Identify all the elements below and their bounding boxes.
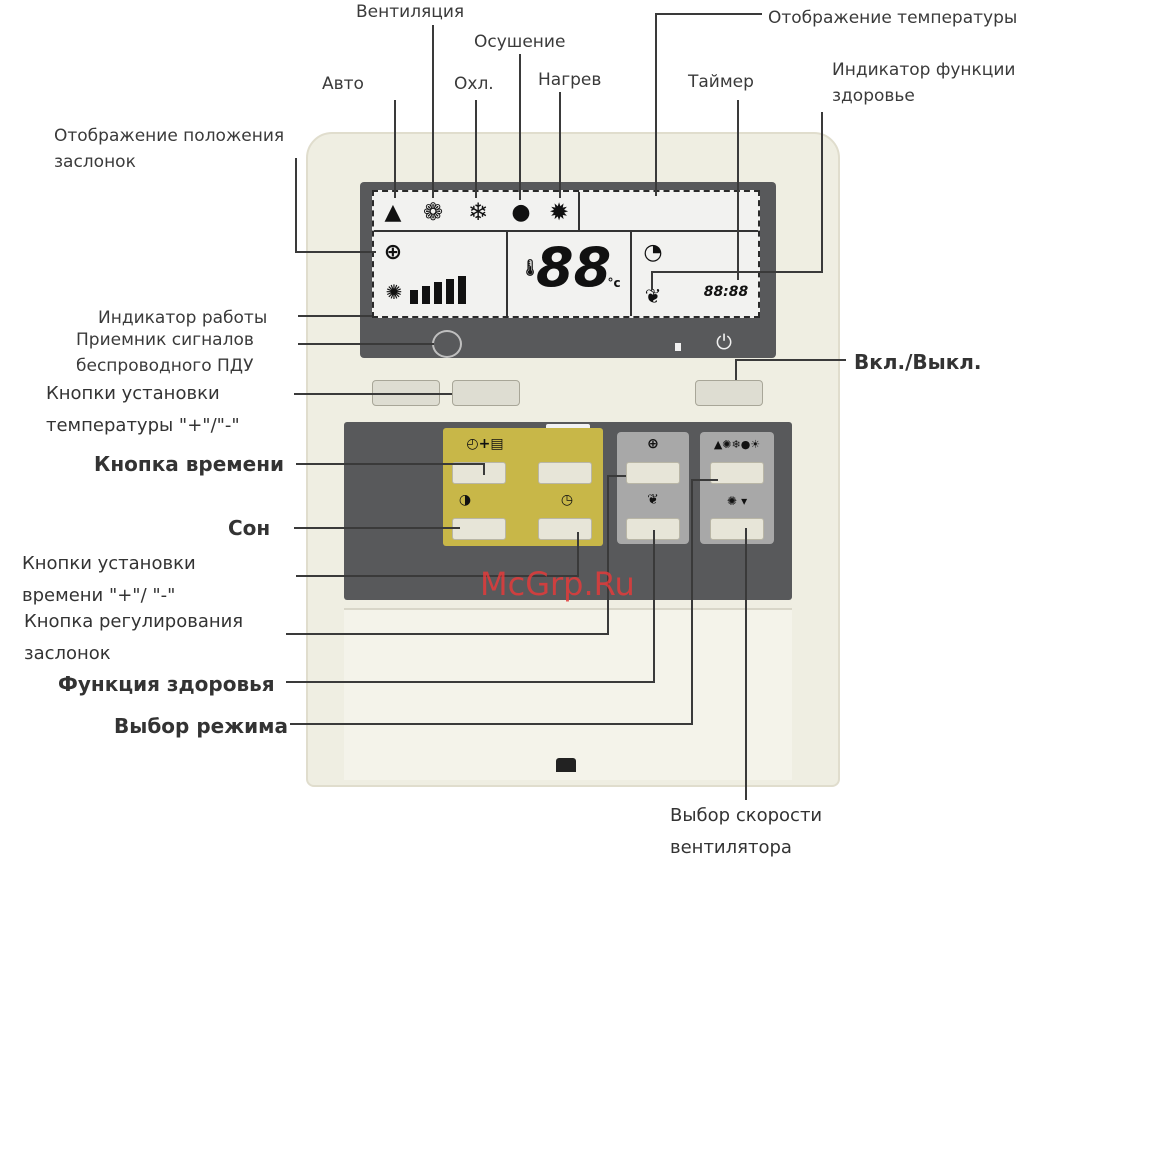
label-wireless-receiver-1: Приемник сигналов [76,330,254,350]
heat-mode-icon: ✹ [548,198,570,226]
health-icon: ❦ [644,284,662,308]
fan-speed-select-icon: ✺ ▾ [726,494,748,508]
fan-speed-bars [410,276,470,304]
label-auto: Авто [322,74,364,94]
lcd-divider [374,230,758,232]
label-flap-position-1: Отображение положения [54,126,285,146]
sleep-icon: ◑ [458,492,472,508]
label-fan-speed-1: Выбор скорости [670,805,823,826]
mode-icons: ▲✺❄●☀ [713,438,761,451]
time-up-button[interactable] [538,462,592,484]
lcd-divider [630,232,632,316]
flap-button[interactable] [626,462,680,484]
temperature-value: 88 [536,236,612,299]
label-ventilation: Вентиляция [356,2,465,22]
run-indicator-led [675,343,681,351]
label-timer: Таймер [688,72,754,92]
lcd-divider [506,232,508,316]
label-mode-select: Выбор режима [114,714,288,738]
label-wireless-receiver-2: беспроводного ПДУ [76,356,254,376]
label-run-indicator: Индикатор работы [98,308,268,328]
fan-mode-icon: ❁ [422,198,444,226]
sleep-button[interactable] [452,518,506,540]
label-time-set-2: времени "+"/ "-" [22,585,176,606]
clock-icon: ◴+▤ [466,436,504,452]
label-temp-display: Отображение температуры [768,8,1018,28]
logo-icon [556,758,576,772]
temp-down-button[interactable] [452,380,520,406]
label-flap-button-2: заслонок [24,643,111,664]
label-on-off: Вкл./Выкл. [854,350,982,374]
label-health-indicator-2: здоровье [832,86,915,106]
fan-speed-icon: ✺ [385,280,403,304]
fan-speed-button[interactable] [710,518,764,540]
label-cool: Охл. [454,74,494,94]
wireless-receiver-icon [432,330,462,358]
power-button[interactable] [695,380,763,406]
dry-mode-icon: ● [511,200,531,225]
label-fan-speed-2: вентилятора [670,837,792,858]
timer-icon: ◔ [643,240,663,265]
label-heat: Нагрев [538,70,602,90]
flap-position-icon: ⊕ [383,240,403,265]
label-dehumidify: Осушение [474,32,566,52]
label-temp-buttons-2: температуры "+"/"-" [46,415,240,436]
watermark: McGrp.Ru [480,565,635,603]
health-button[interactable] [626,518,680,540]
label-health-indicator-1: Индикатор функции [832,60,1016,80]
label-flap-position-2: заслонок [54,152,136,172]
lcd-divider [578,192,580,230]
temp-up-button[interactable] [372,380,440,406]
label-time-set-1: Кнопки установки [22,553,196,574]
cool-mode-icon: ❄ [467,198,489,226]
leaf-icon: ❦ [647,492,659,508]
label-time-button: Кнопка времени [94,452,285,476]
power-icon: ⏻ [716,330,732,354]
temperature-unit: °c [607,276,621,290]
flap-icon: ⊕ [647,436,659,452]
mode-button[interactable] [710,462,764,484]
label-health-function: Функция здоровья [58,672,275,696]
timer-digits: 88:88 [703,284,749,300]
timer-set-icon: ◷ [560,492,574,508]
label-temp-buttons-1: Кнопки установки [46,383,220,404]
time-button[interactable] [452,462,506,484]
thermometer-icon: 🌡 [520,258,541,277]
lower-cover [344,608,792,780]
label-sleep: Сон [228,516,271,540]
auto-mode-icon: ▲ [384,200,402,225]
label-flap-button-1: Кнопка регулирования [24,611,244,632]
time-down-button[interactable] [538,518,592,540]
